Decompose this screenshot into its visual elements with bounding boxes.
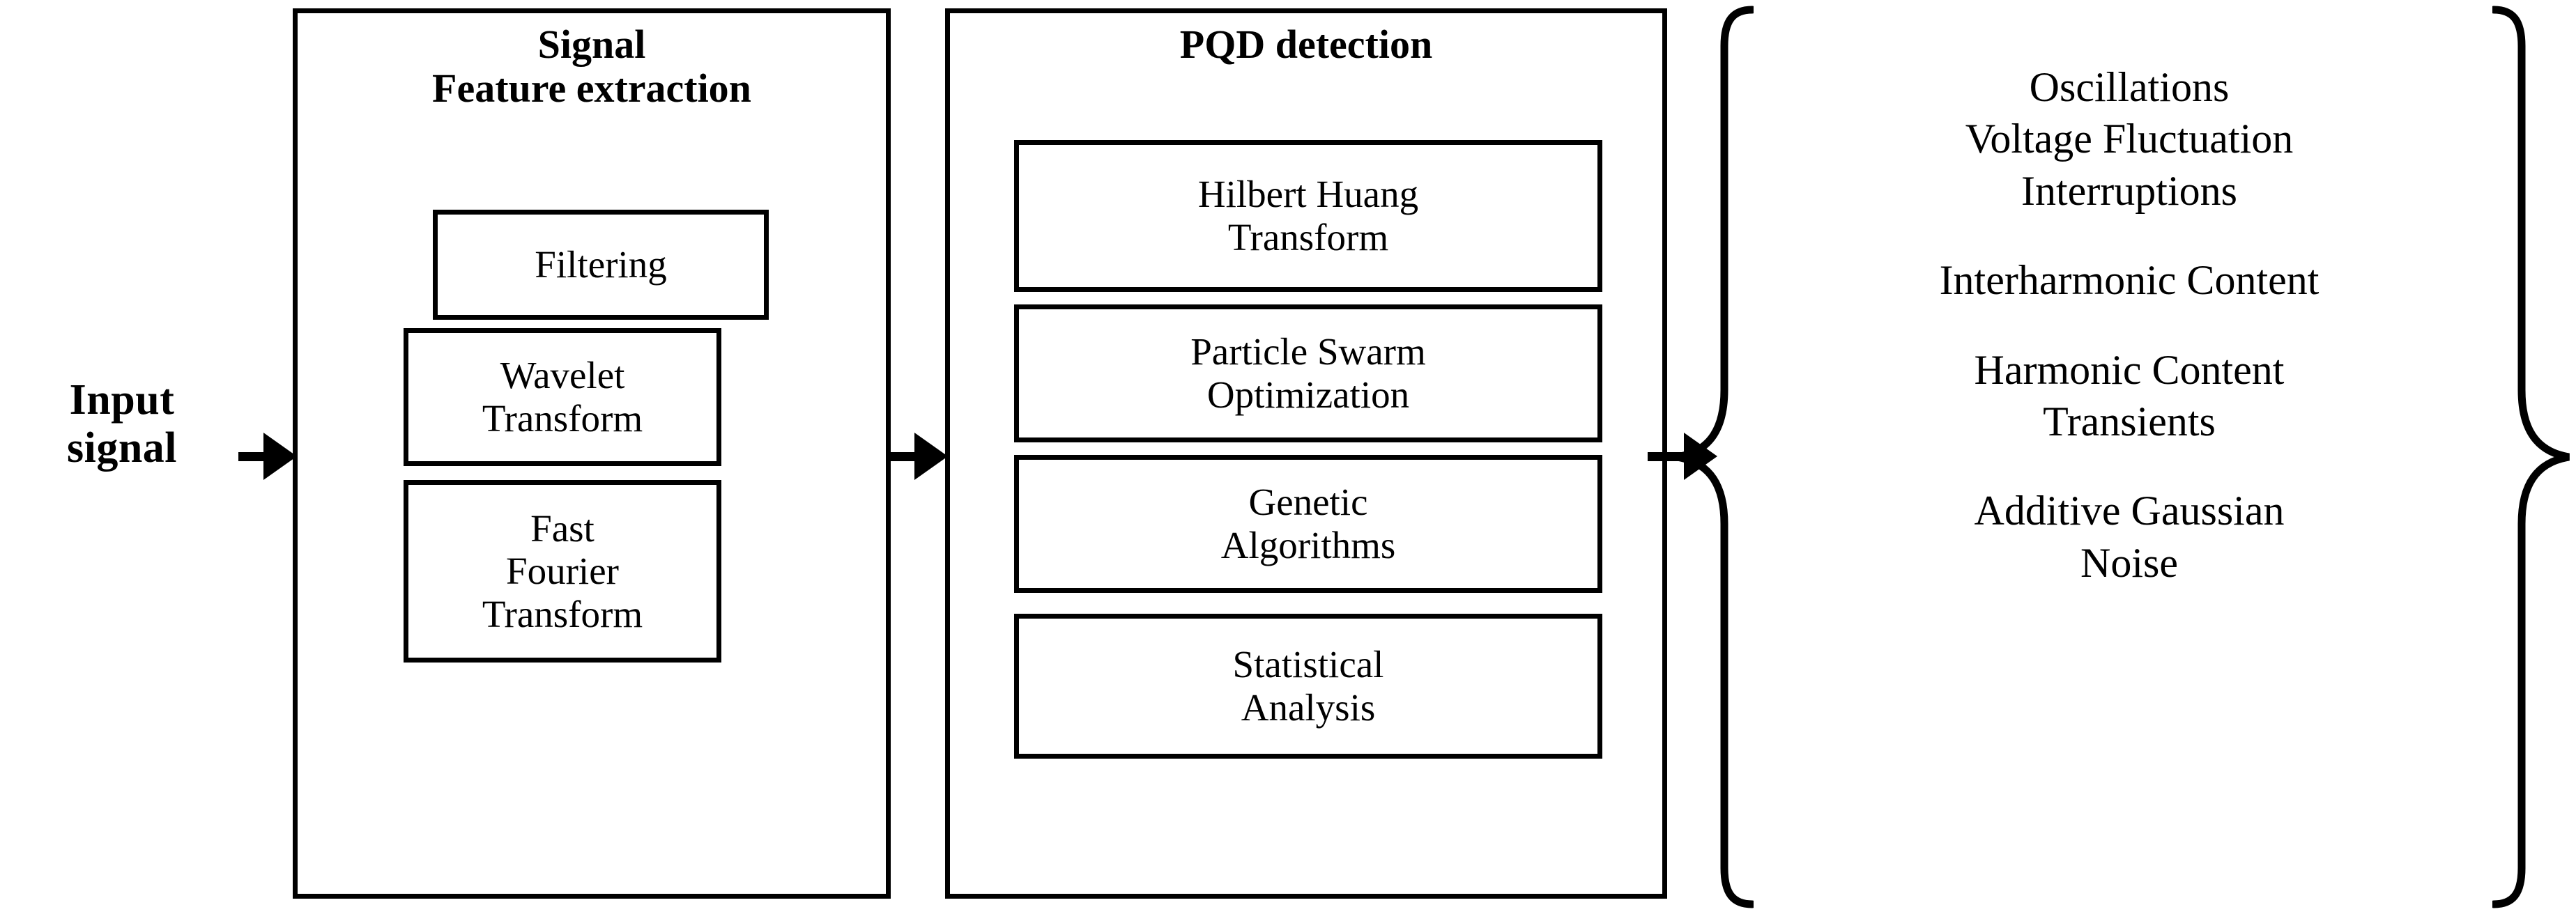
arrow-head [914, 433, 948, 480]
box-filtering-text: Filtering [438, 243, 764, 286]
stage-1-title: Signal Feature extraction [298, 13, 886, 110]
left-curly-brace [1670, 0, 1754, 914]
stage-signal-feature-extraction: Signal Feature extraction Filtering Wave… [293, 8, 891, 899]
input-signal-line-1: Input [69, 376, 175, 424]
box-hilbert-huang-transform-line-1: Hilbert Huang [1197, 173, 1419, 216]
outcome-group-2: Interharmonic Content [1784, 254, 2474, 306]
outcome-harmonic-content: Harmonic Content [1974, 346, 2285, 393]
box-fast-fourier-transform-line-1: Fast [530, 506, 595, 550]
outcome-interharmonic-content: Interharmonic Content [1939, 257, 2320, 304]
box-statistical-analysis: Statistical Analysis [1014, 614, 1602, 759]
outcomes-list: Oscillations Voltage Fluctuation Interru… [1784, 61, 2474, 589]
box-statistical-analysis-text: Statistical Analysis [1019, 643, 1597, 729]
arrow-head [263, 433, 297, 480]
box-wavelet-transform: Wavelet Transform [404, 328, 721, 466]
stage-2-title: PQD detection [950, 13, 1662, 67]
outcome-voltage-fluctuation: Voltage Fluctuation [1965, 116, 2294, 162]
box-hilbert-huang-transform-text: Hilbert Huang Transform [1019, 173, 1597, 258]
box-genetic-algorithms-line-1: Genetic [1248, 481, 1368, 524]
box-particle-swarm-optimization: Particle Swarm Optimization [1014, 304, 1602, 442]
box-fast-fourier-transform-text: Fast Fourier Transform [408, 507, 716, 636]
outcome-group-4: Additive Gaussian Noise [1784, 485, 2474, 589]
arrow-feature-extraction-to-pqd-detection [891, 432, 948, 481]
box-particle-swarm-optimization-line-1: Particle Swarm [1190, 330, 1426, 373]
stage-2-title-line-1: PQD detection [1179, 22, 1433, 67]
outcome-interruptions: Interruptions [2021, 167, 2237, 214]
box-fast-fourier-transform: Fast Fourier Transform [404, 480, 721, 663]
box-genetic-algorithms-text: Genetic Algorithms [1019, 481, 1597, 566]
arrow-shaft [891, 451, 916, 461]
box-particle-swarm-optimization-line-2: Optimization [1206, 373, 1410, 416]
box-fast-fourier-transform-line-3: Transform [482, 592, 643, 635]
outcome-group-3: Harmonic Content Transients [1784, 344, 2474, 448]
box-filtering-line-1: Filtering [535, 243, 667, 286]
box-statistical-analysis-line-2: Analysis [1241, 686, 1376, 729]
arrow-shaft [238, 451, 265, 461]
box-wavelet-transform-text: Wavelet Transform [408, 354, 716, 440]
box-genetic-algorithms: Genetic Algorithms [1014, 455, 1602, 593]
right-curly-brace [2492, 0, 2576, 914]
arrow-input-to-feature-extraction [238, 432, 297, 481]
box-filtering: Filtering [433, 210, 769, 320]
outcome-transients: Transients [2043, 398, 2216, 444]
box-particle-swarm-optimization-text: Particle Swarm Optimization [1019, 330, 1597, 416]
box-wavelet-transform-line-2: Transform [482, 397, 643, 440]
box-wavelet-transform-line-1: Wavelet [500, 354, 625, 397]
outcome-noise: Noise [2080, 539, 2178, 586]
box-hilbert-huang-transform-line-2: Transform [1227, 216, 1389, 258]
arrow-shaft [1648, 451, 1685, 461]
box-fast-fourier-transform-line-2: Fourier [506, 550, 619, 593]
outcome-oscillations: Oscillations [2029, 64, 2230, 110]
stage-pqd-detection: PQD detection Hilbert Huang Transform Pa… [945, 8, 1667, 899]
outcome-additive-gaussian: Additive Gaussian [1974, 488, 2285, 534]
input-signal-label: Input signal [14, 376, 230, 473]
box-statistical-analysis-line-1: Statistical [1232, 643, 1384, 686]
box-genetic-algorithms-line-2: Algorithms [1220, 524, 1396, 566]
input-signal-line-2: signal [66, 424, 178, 472]
stage-1-title-line-2: Feature extraction [432, 65, 751, 111]
stage-1-title-line-1: Signal [537, 22, 646, 67]
outcome-group-1: Oscillations Voltage Fluctuation Interru… [1784, 61, 2474, 217]
box-hilbert-huang-transform: Hilbert Huang Transform [1014, 140, 1602, 292]
